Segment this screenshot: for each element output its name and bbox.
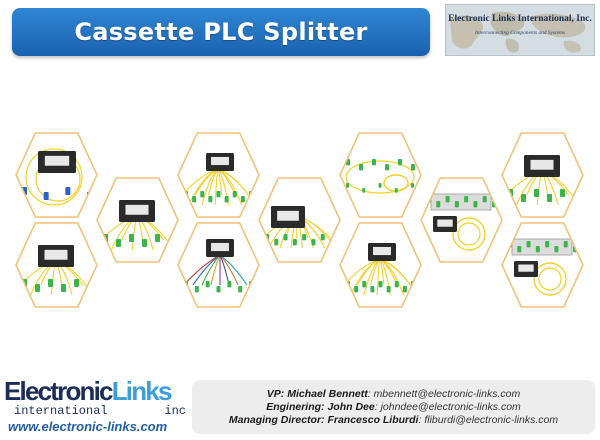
brand-name-part2: Links [111, 376, 173, 406]
contact-role-name: Managing Director: Francesco Liburdi [228, 413, 419, 426]
website-url: www.electronic-links.com [8, 419, 168, 434]
product-photo [338, 221, 423, 309]
brand-wordmark: ElectronicLinks [4, 376, 173, 406]
contact-email: mbennett@electronic-links.com [373, 387, 521, 400]
brand-subtitle: international inc [14, 405, 186, 418]
contact-role-name: Enginering: John Dee [266, 400, 375, 413]
splitter-green-sc-icon [96, 177, 179, 263]
splitter-multi-green-icon [177, 132, 260, 218]
corporate-name: Electronic Links International, Inc. [448, 14, 592, 24]
page-title: Cassette PLC Splitter [74, 18, 368, 46]
world-map-icon [446, 5, 594, 55]
contact-role-name: VP: Michael Bennett [266, 387, 368, 400]
corporate-logo: Electronic Links International, Inc. Int… [445, 4, 595, 56]
contact-panel: VP: Michael Bennett: mbennett@electronic… [192, 380, 595, 434]
product-photo [176, 131, 261, 219]
product-photo [14, 131, 99, 219]
contact-email: johndee@electronic-links.com [380, 400, 521, 413]
product-photo [500, 221, 585, 309]
product-photo [338, 131, 423, 219]
splitter-yellow-bundle-icon [258, 177, 341, 263]
contact-line: Managing Director: Francesco Liburdi: fl… [228, 413, 559, 426]
splitter-green-sc-icon [15, 222, 98, 308]
product-photo [176, 221, 261, 309]
brand-name-part1: Electronic [4, 376, 114, 406]
corporate-tagline: Interconnecting Components and Systems [474, 30, 566, 36]
brand-sub-left: international [14, 404, 108, 418]
product-photo [14, 221, 99, 309]
product-photo [95, 176, 180, 264]
splitter-blue-sc-icon [15, 132, 98, 218]
splitter-coil-icon [339, 132, 422, 218]
splitter-multi-green-icon [339, 222, 422, 308]
electronic-links-logo: ElectronicLinks international inc www.el… [4, 377, 188, 437]
product-photo [500, 131, 585, 219]
contact-email: fliburdi@electronic-links.com [424, 413, 559, 426]
contact-line: Enginering: John Dee: johndee@electronic… [266, 400, 521, 413]
splitter-rack-icon [501, 222, 584, 308]
product-photo [257, 176, 342, 264]
splitter-green-sc-icon [501, 132, 584, 218]
contact-line: VP: Michael Bennett: mbennett@electronic… [266, 387, 521, 400]
splitter-colored-fiber-icon [177, 222, 260, 308]
splitter-rack-icon [420, 177, 503, 263]
product-photo [419, 176, 504, 264]
brand-sub-right: inc [164, 404, 186, 418]
title-banner: Cassette PLC Splitter [12, 8, 430, 56]
